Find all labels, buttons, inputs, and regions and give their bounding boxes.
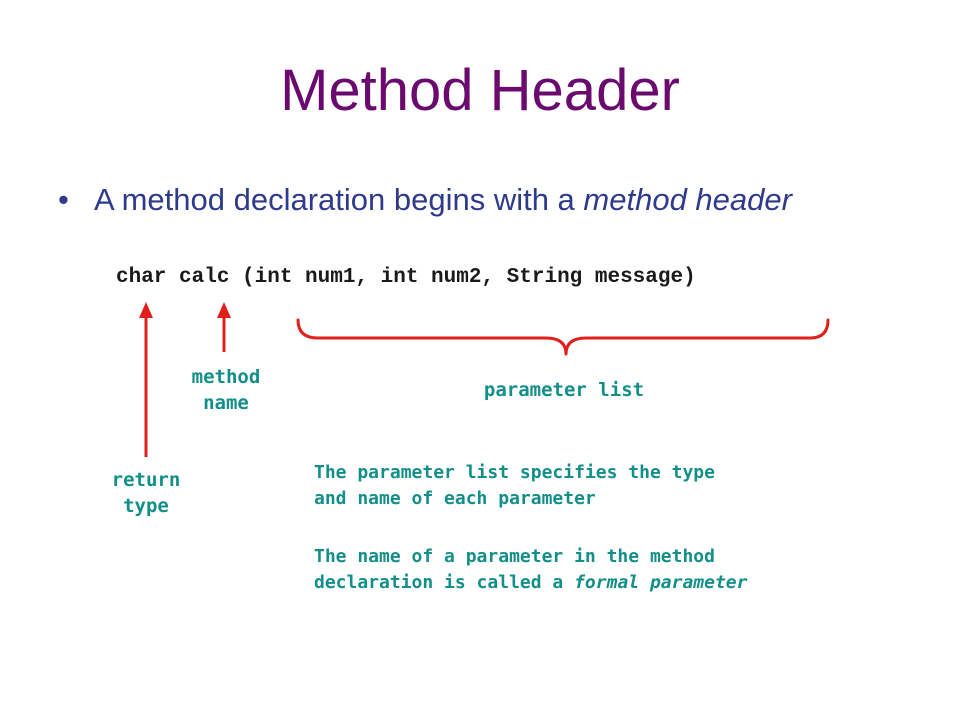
paragraph-line: The name of a parameter in the method: [314, 546, 715, 567]
bullet-text: A method declaration begins with a: [94, 182, 584, 217]
bullet-emphasis: method header: [583, 182, 792, 217]
bullet-point: • A method declaration begins with a meth…: [58, 180, 958, 220]
bullet-dot-icon: •: [58, 182, 69, 217]
parameter-list-label: parameter list: [483, 379, 645, 401]
return-type-label: return type: [90, 467, 202, 519]
formal-parameter-explanation: The name of a parameter in the method de…: [314, 544, 914, 596]
parameter-list-explanation: The parameter list specifies the type an…: [314, 460, 914, 512]
method-name-label: method name: [168, 364, 284, 416]
method-name-label-line: name: [203, 392, 249, 414]
method-name-arrow-icon: [217, 302, 231, 352]
paragraph-line: declaration is called a formal parameter: [314, 570, 914, 596]
parameter-list-brace-icon: [296, 318, 830, 356]
slide-title: Method Header: [280, 58, 680, 123]
code-method-header: char calc (int num1, int num2, String me…: [116, 266, 696, 289]
return-type-label-line: type: [123, 495, 169, 517]
paragraph-line: The parameter list specifies the type: [314, 462, 715, 483]
formal-parameter-emphasis: formal parameter: [574, 572, 748, 593]
paragraph-line: and name of each parameter: [314, 488, 596, 509]
return-type-arrow-icon: [139, 302, 153, 457]
return-type-label-line: return: [111, 469, 181, 491]
method-name-label-line: method: [191, 366, 261, 388]
paragraph-line-prefix: declaration is called a: [314, 572, 575, 593]
